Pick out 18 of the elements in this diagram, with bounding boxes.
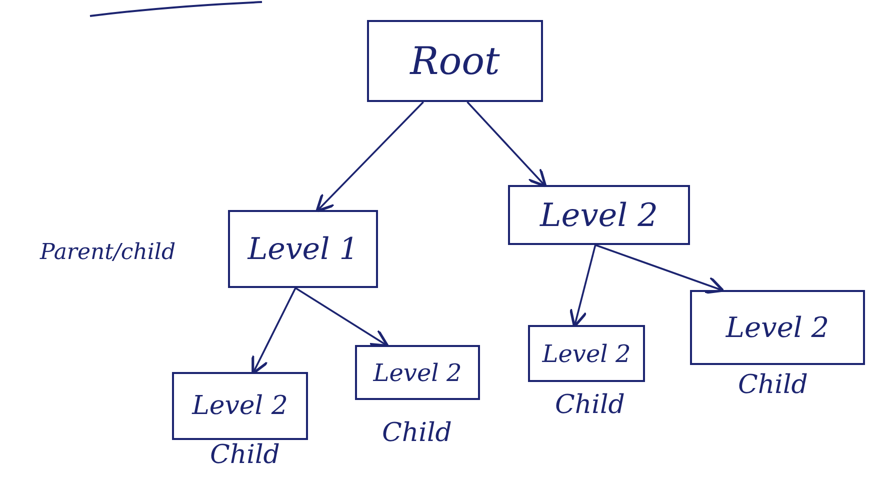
node-caption: Child <box>382 418 452 448</box>
node-caption: Child <box>210 440 280 470</box>
level-box: Level 2 <box>172 372 308 440</box>
node-caption: Parent/child <box>40 240 176 265</box>
arrow <box>316 101 424 212</box>
node-caption: Child <box>555 390 625 420</box>
arrow <box>295 287 389 348</box>
node-caption: Child <box>738 370 808 400</box>
level-box: Level 2 <box>528 325 645 382</box>
level-box: Level 1 <box>228 210 378 288</box>
arrow <box>595 244 724 294</box>
level-box: Level 2 <box>355 345 480 400</box>
arrow <box>252 288 296 375</box>
arrow <box>569 244 596 328</box>
level-box: Level 2 <box>508 185 690 245</box>
level-box: Root <box>367 20 543 102</box>
level-box: Level 2 <box>690 290 865 365</box>
arrow <box>466 101 547 188</box>
